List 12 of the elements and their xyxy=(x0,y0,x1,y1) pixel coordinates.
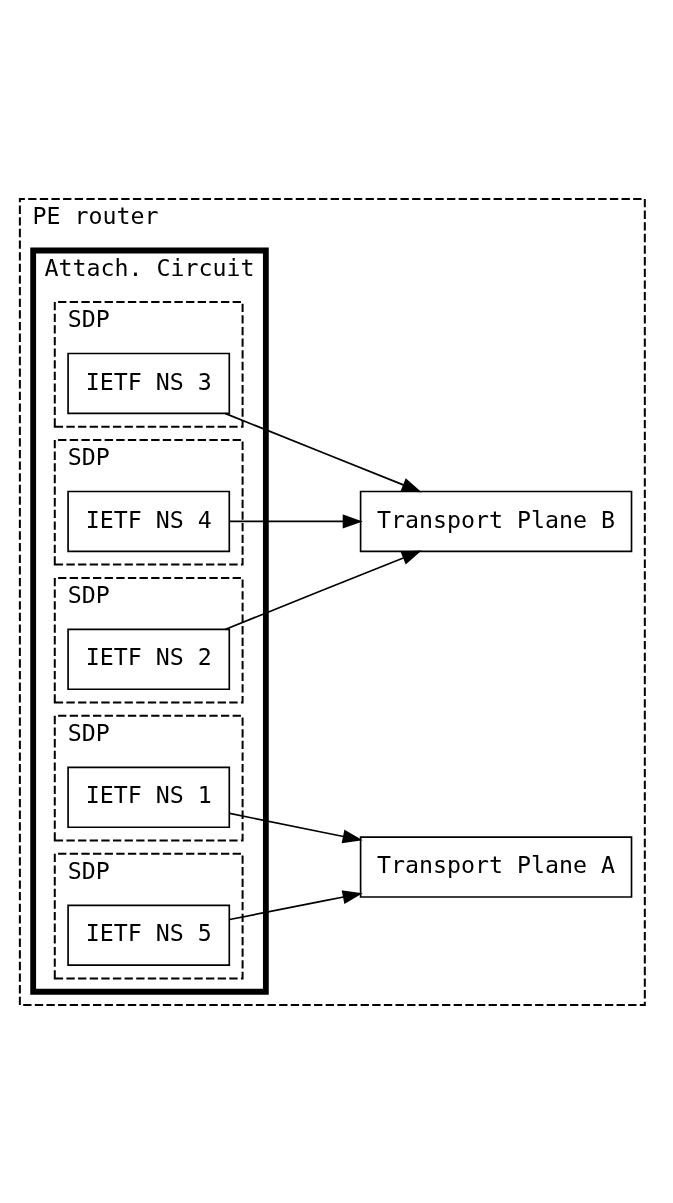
arrow xyxy=(228,513,363,528)
node-box: IETF NS 1 xyxy=(67,766,231,828)
node-box: IETF NS 4 xyxy=(67,490,231,552)
node-box: Transport Plane A xyxy=(359,835,633,898)
node-box: Transport Plane B xyxy=(359,490,633,552)
arrow xyxy=(228,812,363,843)
node-box: IETF NS 5 xyxy=(67,904,231,966)
arrow xyxy=(228,889,363,920)
node-box: IETF NS 3 xyxy=(67,352,231,414)
node-box: IETF NS 2 xyxy=(67,628,231,690)
arrow xyxy=(224,550,422,630)
arrow xyxy=(224,412,422,492)
